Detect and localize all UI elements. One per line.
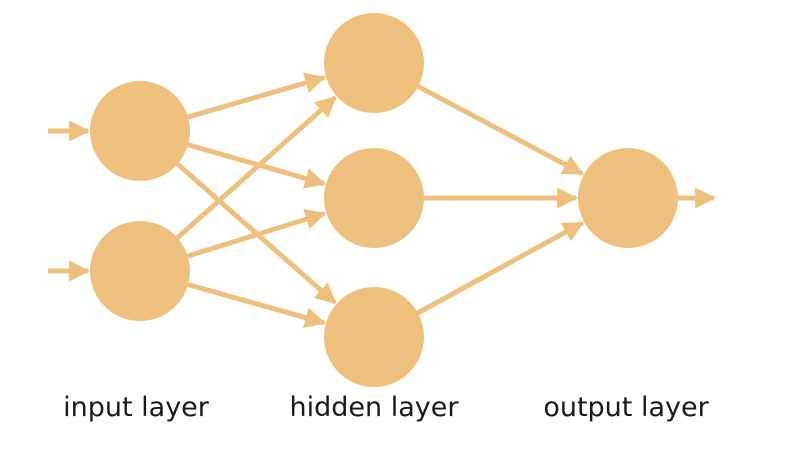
connection-input1-hidden1 bbox=[186, 209, 327, 259]
connection-hidden0-output0 bbox=[416, 84, 584, 176]
connection-hidden2-output0 bbox=[416, 220, 585, 316]
connection-input1-hidden0 bbox=[175, 95, 337, 240]
output-layer-label: output layer bbox=[543, 392, 709, 423]
connection-input1-hidden2 bbox=[187, 282, 326, 328]
connection-input0-hidden0 bbox=[187, 72, 327, 120]
output-node-1 bbox=[578, 148, 678, 248]
input-layer-label: input layer bbox=[63, 392, 209, 423]
hidden-layer-label: hidden layer bbox=[289, 392, 459, 423]
hidden-node-3 bbox=[324, 287, 424, 387]
hidden-node-2 bbox=[324, 148, 424, 248]
input-node-2 bbox=[90, 221, 190, 321]
input-node-1 bbox=[90, 81, 190, 181]
hidden-node-1 bbox=[324, 13, 424, 113]
connection-input0-hidden1 bbox=[187, 142, 327, 189]
